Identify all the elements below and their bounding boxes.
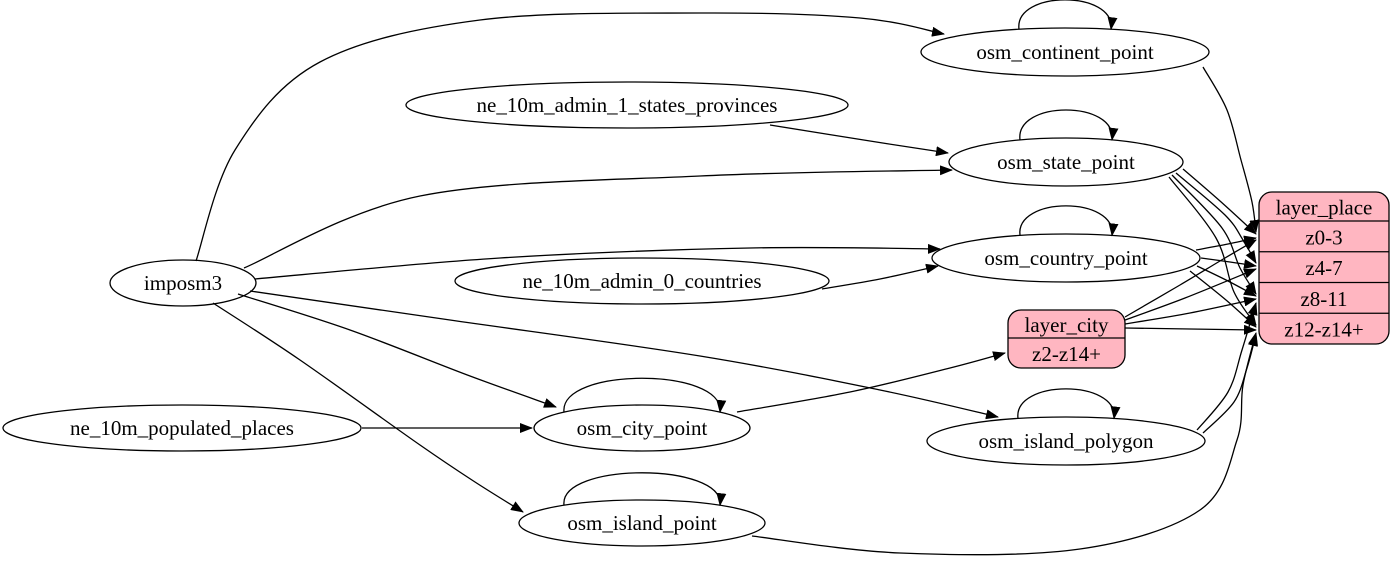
edge-layer_city-layer_place-z4-7	[1124, 268, 1257, 321]
ne_10m_populated_places-label: ne_10m_populated_places	[70, 416, 294, 440]
edge-osm_state_point-layer_place-z4-7	[1175, 172, 1257, 264]
layer_place-row-z0-3: z0-3	[1305, 225, 1342, 249]
layer_place-row-z12-z14+: z12-z14+	[1284, 318, 1363, 342]
osm_island_polygon-label: osm_island_polygon	[978, 429, 1154, 453]
layer_city-header-label: layer_city	[1025, 313, 1109, 337]
edge-osm_continent_point-self-loop	[1018, 0, 1118, 31]
edge-layer_city-layer_place-z12-z14+	[1124, 324, 1257, 335]
edge-imposm3-osm_state_point	[243, 165, 953, 269]
edge-osm_state_point-self-loop	[1019, 109, 1119, 141]
layer_city-row-z2-z14+: z2-z14+	[1032, 342, 1101, 366]
osm_continent_point-label: osm_continent_point	[976, 40, 1153, 64]
edge-osm_continent_point-layer_place-z0-3	[1202, 66, 1260, 233]
layer_place-row-z8-11: z8-11	[1300, 287, 1347, 311]
edge-osm_island_polygon-layer_place-z8-11	[1196, 302, 1258, 431]
node-osm_continent_point: osm_continent_point	[920, 0, 1210, 77]
layer_city-record-box	[1007, 309, 1126, 369]
osm_country_point-ellipse	[931, 233, 1201, 283]
edge-imposm3-osm_country_point	[254, 243, 941, 280]
edge-imposm3-osm_city_point	[237, 293, 557, 408]
edge-osm_state_point-layer_place-z12-z14+	[1168, 176, 1257, 326]
node-layer_place: layer_place z0-3 z4-7 z8-11 z12-z14+	[1258, 191, 1390, 345]
node-osm_island_point: osm_island_point	[518, 472, 766, 547]
ne_10m_admin_1_states_provinces-label: ne_10m_admin_1_states_provinces	[477, 93, 778, 117]
edge-ne_10m_admin_1_states_provinces-osm_state_point	[769, 124, 949, 157]
node-ne_10m_admin_1_states_provinces: ne_10m_admin_1_states_provinces	[405, 81, 849, 129]
osm_city_point-ellipse	[533, 404, 751, 452]
layer_place-record-box	[1258, 191, 1390, 345]
imposm3-label: imposm3	[144, 271, 222, 295]
osm_island_point-ellipse	[518, 499, 766, 547]
edge-osm_island_point-self-loop	[563, 472, 727, 507]
imposm3-ellipse	[109, 259, 257, 307]
edge-layer_city-layer_place-z0-3	[1124, 239, 1257, 318]
osm_island_polygon-ellipse	[926, 416, 1206, 466]
osm_island_point-label: osm_island_point	[567, 511, 717, 535]
osm_state_point-ellipse	[948, 137, 1184, 187]
nodes-layer: imposm3 ne_10m_admin_1_states_provincesne…	[2, 0, 1390, 547]
edge-imposm3-osm_island_point	[212, 302, 524, 513]
node-osm_city_point: osm_city_point	[533, 377, 751, 452]
edges-layer	[195, 12, 1260, 556]
ne_10m_populated_places-ellipse	[2, 404, 362, 452]
node-osm_island_polygon: osm_island_polygon	[926, 388, 1206, 466]
edge-ne_10m_admin_0_countries-osm_country_point	[821, 263, 939, 290]
node-layer_city: layer_city z2-z14+	[1007, 309, 1126, 369]
edge-osm_country_point-layer_place-z12-z14+	[1189, 270, 1257, 328]
node-osm_state_point: osm_state_point	[948, 109, 1184, 187]
edge-osm_island_polygon-layer_place-z12-z14+	[1202, 333, 1258, 434]
node-ne_10m_populated_places: ne_10m_populated_places	[2, 404, 362, 452]
ne_10m_admin_0_countries-label: ne_10m_admin_0_countries	[522, 269, 761, 293]
edge-osm_city_point-self-loop	[563, 377, 727, 414]
edge-osm_island_point-layer_place-z12-z14+	[751, 332, 1258, 556]
osm_continent_point-ellipse	[920, 27, 1210, 77]
edge-osm_city_point-layer_city-z2-z14+	[736, 351, 1006, 413]
edge-layer_city-layer_place-z8-11	[1124, 296, 1257, 325]
osm_city_point-label: osm_city_point	[577, 416, 708, 440]
osm_country_point-label: osm_country_point	[984, 246, 1147, 270]
edge-osm_state_point-layer_place-z0-3	[1182, 168, 1257, 235]
edge-osm_country_point-layer_place-z0-3	[1195, 235, 1257, 251]
osm_state_point-label: osm_state_point	[997, 150, 1135, 174]
node-imposm3: imposm3	[109, 259, 257, 307]
edge-osm_country_point-layer_place-z4-7	[1200, 257, 1257, 270]
edge-imposm3-osm_continent_point	[195, 12, 945, 262]
edge-osm_country_point-self-loop	[1019, 205, 1119, 237]
layer_place-header-label: layer_place	[1276, 196, 1373, 220]
edge-osm_island_polygon-self-loop	[1017, 388, 1121, 420]
node-ne_10m_admin_0_countries: ne_10m_admin_0_countries	[454, 257, 830, 305]
edge-osm_state_point-layer_place-z8-11	[1171, 174, 1257, 295]
ne_10m_admin_1_states_provinces-ellipse	[405, 81, 849, 129]
node-osm_country_point: osm_country_point	[931, 205, 1201, 283]
edge-imposm3-osm_island_polygon	[249, 290, 999, 420]
layer_place-row-z4-7: z4-7	[1305, 256, 1342, 280]
ne_10m_admin_0_countries-ellipse	[454, 257, 830, 305]
